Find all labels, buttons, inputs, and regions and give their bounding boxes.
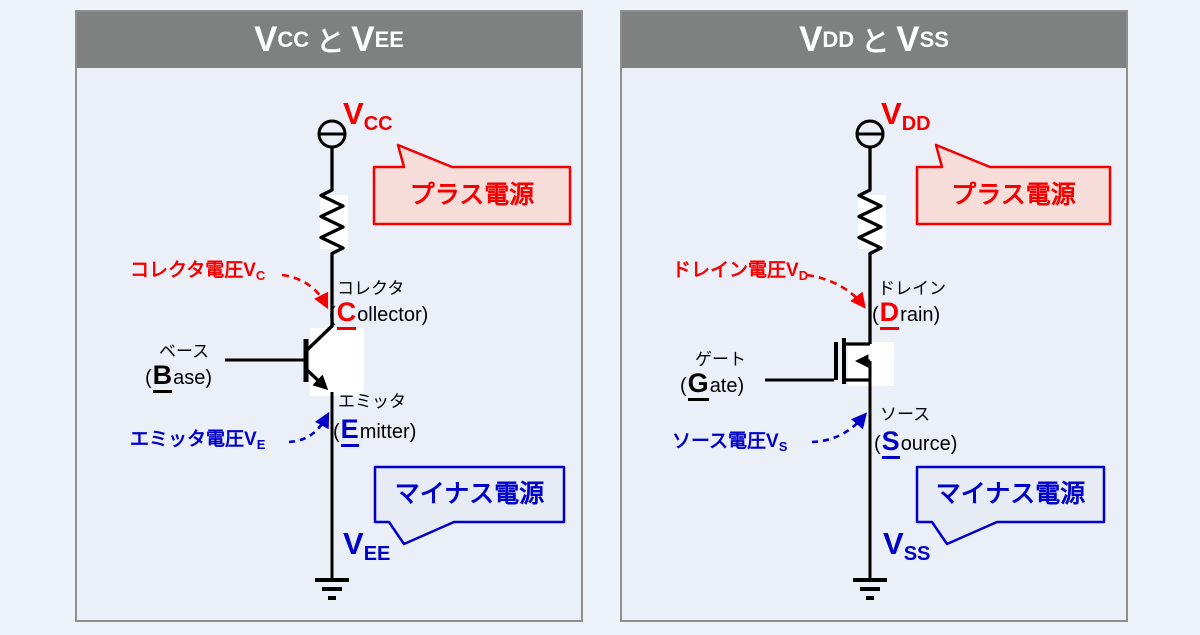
resistor-icon (857, 147, 883, 344)
collector-voltage-arrow (281, 273, 329, 310)
collector-en-label: (Collector) (329, 299, 428, 330)
vss-rail-label: VSS (883, 526, 931, 565)
bjt-circuit-diagram (225, 119, 572, 600)
ground-icon (315, 578, 349, 600)
vdd-rail-label: VDD (881, 96, 931, 135)
gate-en-label: (Gate) (680, 370, 744, 401)
minus-power-callout-shape (915, 465, 1106, 546)
title-v2: V (351, 20, 375, 59)
title-connector: と (316, 26, 345, 57)
title-v2-sub: EE (374, 27, 404, 52)
emitter-jp-label: エミッタ (338, 392, 406, 411)
title-v2-sub: SS (919, 27, 949, 52)
emitter-en-label: (Emitter) (333, 416, 416, 447)
drain-en-label: (Drain) (872, 299, 940, 330)
ground-icon (853, 578, 887, 600)
nmos-transistor-icon (765, 338, 872, 384)
vcc-rail-label: VCC (343, 96, 393, 135)
npn-transistor-icon (225, 324, 334, 391)
source-jp-label: ソース (880, 405, 931, 424)
resistor-icon (319, 147, 345, 327)
source-voltage-label: ソース電圧VS (672, 431, 788, 454)
plus-power-callout: プラス電源 (951, 181, 1076, 209)
collector-jp-label: コレクタ (337, 279, 405, 298)
source-en-label: (Source) (874, 428, 957, 459)
base-en-label: (Base) (145, 362, 212, 393)
power-terminal-icon (317, 119, 347, 149)
power-terminal-icon (855, 119, 885, 149)
minus-power-callout-shape (373, 465, 566, 546)
nmos-circuit-diagram (765, 119, 1112, 600)
title-v1: V (799, 20, 823, 59)
title-v1: V (254, 20, 278, 59)
source-voltage-arrow (811, 412, 868, 444)
plus-power-callout-shape (915, 143, 1112, 226)
drain-voltage-arrow (806, 273, 866, 309)
gate-jp-label: ゲート (695, 350, 746, 369)
emitter-voltage-label: エミッタ電圧VE (130, 429, 266, 452)
plus-power-callout: プラス電源 (409, 181, 535, 209)
emitter-voltage-arrow (288, 411, 330, 444)
drain-jp-label: ドレイン (878, 279, 946, 298)
title-connector: と (861, 26, 890, 57)
drain-voltage-label: ドレイン電圧VD (672, 260, 809, 283)
plus-power-callout-shape (372, 143, 572, 226)
title-v2: V (896, 20, 920, 59)
base-jp-label: ベース (159, 342, 210, 361)
title-v1-sub: DD (822, 27, 855, 52)
minus-power-callout: マイナス電源 (394, 480, 545, 508)
vee-rail-label: VEE (343, 526, 391, 565)
title-v1-sub: CC (277, 27, 310, 52)
minus-power-callout: マイナス電源 (935, 480, 1086, 508)
collector-voltage-label: コレクタ電圧VC (130, 260, 266, 283)
